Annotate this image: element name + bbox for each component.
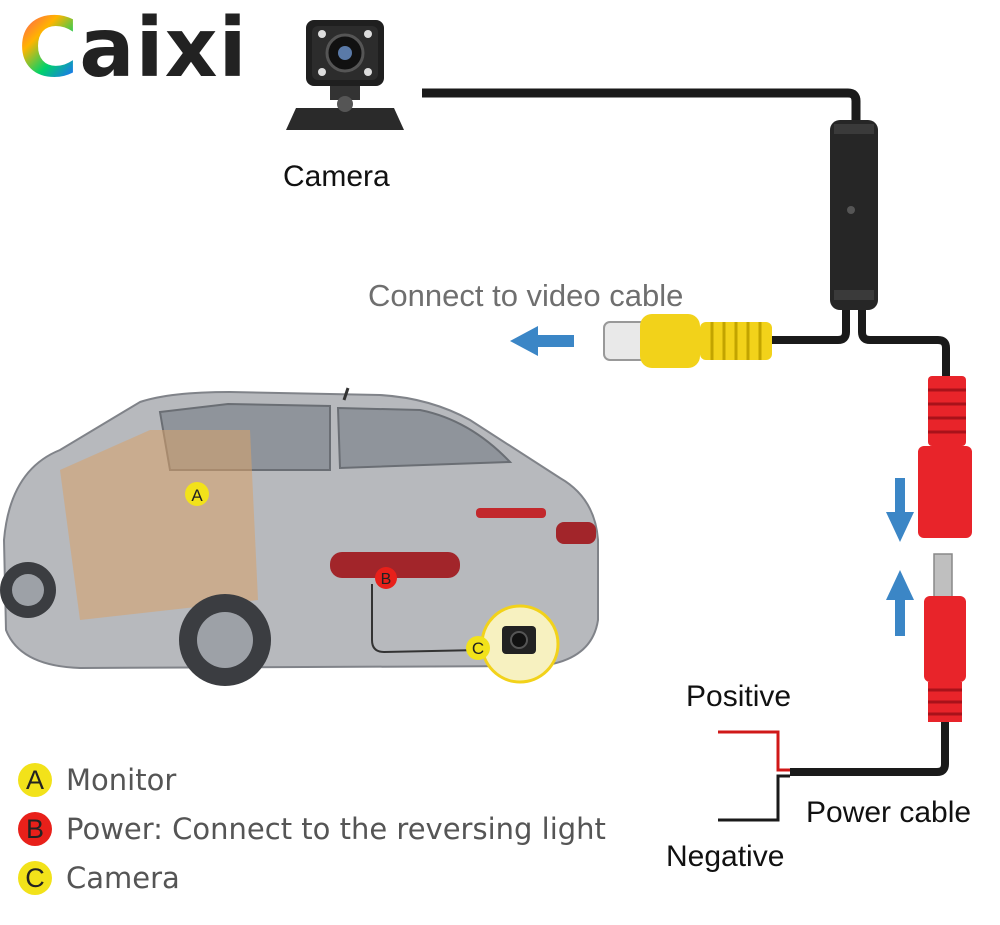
power-female-connector — [918, 376, 972, 538]
rca-yellow-connector — [603, 314, 772, 368]
legend-badge-b: B — [18, 812, 52, 846]
arrow-left-icon — [510, 326, 574, 356]
svg-text:B: B — [381, 571, 392, 588]
car-marker-b: B — [375, 567, 397, 589]
positive-wire — [718, 730, 790, 772]
legend-text: Camera — [66, 861, 180, 895]
positive-label: Positive — [686, 680, 792, 713]
legend-badge-c: C — [18, 861, 52, 895]
negative-label: Negative — [666, 840, 785, 873]
arrow-up-icon — [886, 570, 914, 636]
svg-text:C: C — [472, 639, 484, 658]
camera-cable — [422, 88, 861, 120]
power-cable-label: Power cable — [806, 796, 972, 829]
legend-text: Monitor — [66, 763, 177, 797]
arrow-down-icon — [886, 478, 914, 542]
video-cable-label: Connect to video cable — [368, 278, 684, 313]
car-marker-a: A — [185, 482, 209, 506]
legend-badge-a: A — [18, 763, 52, 797]
camera-label: Camera — [283, 160, 390, 193]
junction-box — [830, 120, 878, 310]
negative-wire — [718, 774, 790, 822]
svg-text:A: A — [191, 486, 203, 505]
legend-item-power: B Power: Connect to the reversing light — [18, 809, 606, 849]
camera-icon — [286, 20, 404, 130]
power-cable — [790, 722, 949, 776]
legend-item-camera: C Camera — [18, 858, 180, 898]
legend-item-monitor: A Monitor — [18, 760, 176, 800]
video-lead — [770, 310, 850, 344]
car-illustration — [0, 387, 599, 686]
car-marker-c: C — [466, 636, 490, 660]
power-male-connector — [924, 553, 966, 722]
legend-text: Power: Connect to the reversing light — [66, 812, 606, 846]
brand-logo: Caixi — [18, 1, 248, 96]
power-lead — [858, 310, 950, 378]
